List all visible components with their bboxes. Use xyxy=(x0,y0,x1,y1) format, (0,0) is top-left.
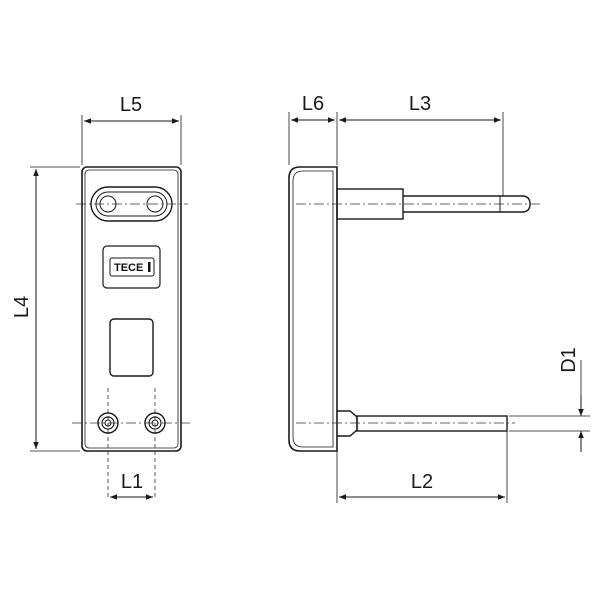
label-l2: L2 xyxy=(411,471,433,493)
front-view: TECE L5 xyxy=(11,94,190,500)
top-slot xyxy=(76,186,188,222)
side-view: L6 L3 L2 D1 xyxy=(288,93,590,503)
top-pin xyxy=(296,188,540,220)
label-l6: L6 xyxy=(302,93,324,115)
logo-text: TECE xyxy=(114,262,143,274)
label-l3: L3 xyxy=(409,93,431,115)
front-plate-inner xyxy=(84,169,179,449)
dimension-l4: L4 xyxy=(11,166,80,452)
side-body-outer xyxy=(288,166,338,452)
dimension-l1: L1 xyxy=(110,471,153,500)
bottom-pin xyxy=(296,410,515,437)
dimension-l5: L5 xyxy=(81,94,182,165)
dimension-l6: L6 xyxy=(288,93,338,165)
dimension-d1: D1 xyxy=(509,347,590,452)
label-l5: L5 xyxy=(120,94,142,116)
tece-logo: TECE xyxy=(102,245,161,289)
dimension-l3: L3 xyxy=(339,93,504,196)
label-l4: L4 xyxy=(11,296,33,318)
dimension-l2: L2 xyxy=(336,431,508,503)
front-window xyxy=(109,318,154,377)
label-d1: D1 xyxy=(558,347,580,373)
label-l1: L1 xyxy=(121,471,143,493)
front-plate-outer xyxy=(81,166,182,452)
side-body-inner xyxy=(292,170,334,448)
